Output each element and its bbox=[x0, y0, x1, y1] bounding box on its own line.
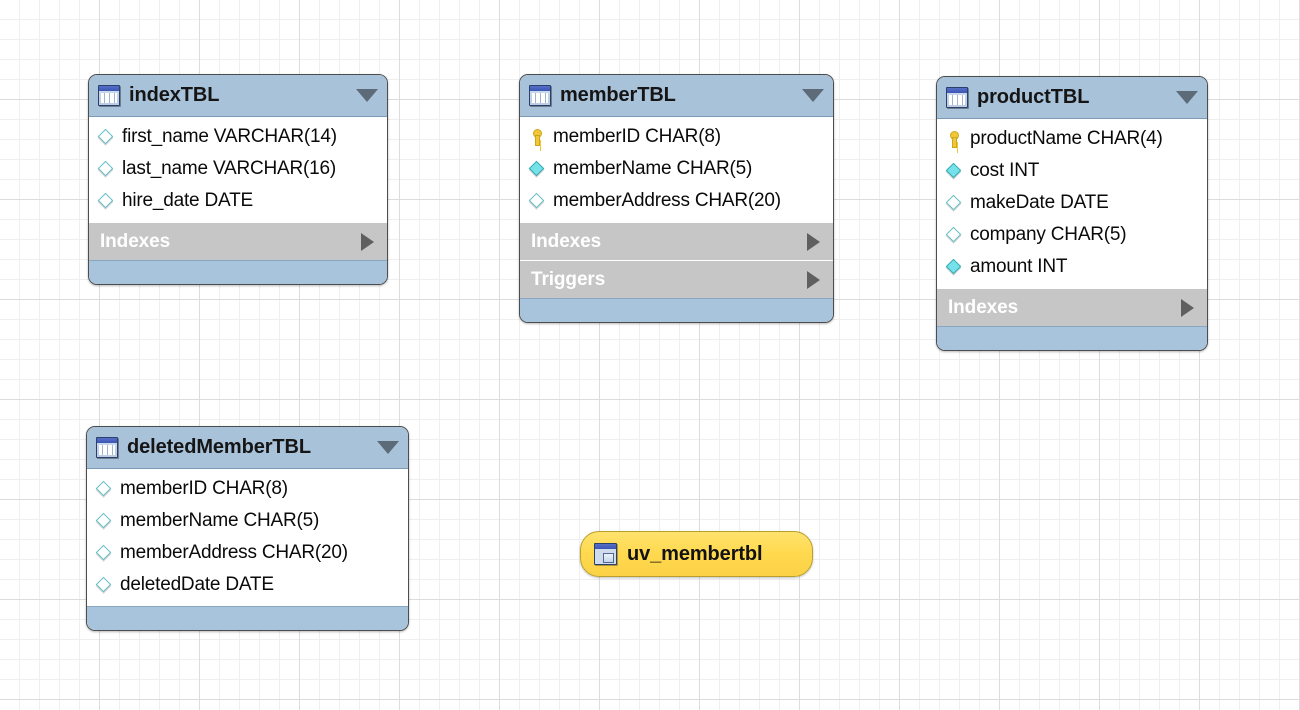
table-columns-memberTBL: memberID CHAR(8) memberName CHAR(5) member… bbox=[520, 117, 833, 222]
chevron-right-icon[interactable] bbox=[361, 232, 374, 251]
table-header-indexTBL[interactable]: indexTBL bbox=[89, 75, 387, 117]
diamond-hollow-icon bbox=[98, 193, 115, 210]
table-column-row[interactable]: first_name VARCHAR(14) bbox=[89, 121, 387, 153]
table-node-indexTBL[interactable]: indexTBL first_name VARCHAR(14) last_name … bbox=[88, 74, 388, 285]
table-section-indexes[interactable]: Indexes bbox=[89, 222, 387, 260]
table-column-label: last_name VARCHAR(16) bbox=[122, 158, 337, 179]
table-column-label: deletedDate DATE bbox=[120, 574, 274, 595]
table-column-row[interactable]: memberName CHAR(5) bbox=[520, 153, 833, 185]
diamond-filled-icon bbox=[946, 259, 963, 276]
table-section-label: Indexes bbox=[100, 230, 171, 252]
table-column-row[interactable]: productName CHAR(4) bbox=[937, 123, 1207, 155]
table-column-row[interactable]: company CHAR(5) bbox=[937, 219, 1207, 251]
chevron-down-icon[interactable] bbox=[1176, 91, 1198, 104]
table-column-row[interactable]: cost INT bbox=[937, 155, 1207, 187]
diamond-hollow-icon bbox=[98, 161, 115, 178]
table-icon bbox=[529, 85, 551, 106]
table-section-indexes[interactable]: Indexes bbox=[520, 222, 833, 260]
table-column-label: amount INT bbox=[970, 256, 1068, 277]
table-column-row[interactable]: makeDate DATE bbox=[937, 187, 1207, 219]
table-title: deletedMemberTBL bbox=[127, 436, 311, 458]
table-columns-indexTBL: first_name VARCHAR(14) last_name VARCHAR(… bbox=[89, 117, 387, 222]
table-columns-productTBL: productName CHAR(4) cost INT makeDate DATE… bbox=[937, 119, 1207, 288]
table-column-label: company CHAR(5) bbox=[970, 224, 1127, 245]
diamond-hollow-icon bbox=[946, 227, 963, 244]
table-section-triggers[interactable]: Triggers bbox=[520, 260, 833, 298]
table-header-deletedMemberTBL[interactable]: deletedMemberTBL bbox=[87, 427, 408, 469]
table-column-row[interactable]: memberID CHAR(8) bbox=[520, 121, 833, 153]
table-icon bbox=[98, 85, 120, 106]
diamond-hollow-icon bbox=[529, 193, 546, 210]
table-node-memberTBL[interactable]: memberTBL memberID CHAR(8) memberName CHAR… bbox=[519, 74, 834, 323]
table-footer bbox=[520, 298, 833, 322]
view-title: uv_membertbl bbox=[627, 542, 763, 565]
table-column-row[interactable]: memberID CHAR(8) bbox=[87, 473, 408, 505]
table-column-label: memberName CHAR(5) bbox=[120, 510, 320, 531]
diamond-hollow-icon bbox=[946, 195, 963, 212]
table-column-row[interactable]: memberName CHAR(5) bbox=[87, 505, 408, 537]
diamond-hollow-icon bbox=[96, 545, 113, 562]
table-column-row[interactable]: memberAddress CHAR(20) bbox=[87, 537, 408, 569]
table-section-label: Indexes bbox=[948, 296, 1019, 318]
chevron-down-icon[interactable] bbox=[377, 441, 399, 454]
table-column-label: first_name VARCHAR(14) bbox=[122, 126, 337, 147]
diamond-hollow-icon bbox=[96, 577, 113, 594]
table-column-label: memberName CHAR(5) bbox=[553, 158, 753, 179]
chevron-down-icon[interactable] bbox=[802, 89, 824, 102]
diamond-filled-icon bbox=[946, 163, 963, 180]
view-icon bbox=[594, 543, 617, 565]
table-column-label: productName CHAR(4) bbox=[970, 128, 1163, 149]
key-icon bbox=[529, 129, 546, 146]
diamond-filled-icon bbox=[529, 161, 546, 178]
table-column-row[interactable]: last_name VARCHAR(16) bbox=[89, 153, 387, 185]
diamond-hollow-icon bbox=[98, 129, 115, 146]
table-section-label: Triggers bbox=[531, 268, 606, 290]
table-icon bbox=[946, 87, 968, 108]
table-section-indexes[interactable]: Indexes bbox=[937, 288, 1207, 326]
table-header-memberTBL[interactable]: memberTBL bbox=[520, 75, 833, 117]
table-title: indexTBL bbox=[129, 84, 220, 106]
table-title: memberTBL bbox=[560, 84, 676, 106]
diamond-hollow-icon bbox=[96, 513, 113, 530]
table-section-label: Indexes bbox=[531, 230, 602, 252]
table-column-row[interactable]: amount INT bbox=[937, 251, 1207, 283]
table-title: productTBL bbox=[977, 86, 1090, 108]
table-column-label: hire_date DATE bbox=[122, 190, 253, 211]
table-column-label: makeDate DATE bbox=[970, 192, 1109, 213]
chevron-right-icon[interactable] bbox=[807, 232, 820, 251]
chevron-down-icon[interactable] bbox=[356, 89, 378, 102]
table-icon bbox=[96, 437, 118, 458]
table-column-label: cost INT bbox=[970, 160, 1040, 181]
table-footer bbox=[937, 326, 1207, 350]
table-column-label: memberID CHAR(8) bbox=[553, 126, 721, 147]
table-column-label: memberAddress CHAR(20) bbox=[120, 542, 348, 563]
table-header-productTBL[interactable]: productTBL bbox=[937, 77, 1207, 119]
chevron-right-icon[interactable] bbox=[807, 270, 820, 289]
key-icon bbox=[946, 131, 963, 148]
table-column-row[interactable]: memberAddress CHAR(20) bbox=[520, 185, 833, 217]
table-footer bbox=[89, 260, 387, 284]
table-column-row[interactable]: deletedDate DATE bbox=[87, 569, 408, 601]
chevron-right-icon[interactable] bbox=[1181, 298, 1194, 317]
table-node-deletedMemberTBL[interactable]: deletedMemberTBL memberID CHAR(8) memberNa… bbox=[86, 426, 409, 631]
table-column-row[interactable]: hire_date DATE bbox=[89, 185, 387, 217]
diamond-hollow-icon bbox=[96, 481, 113, 498]
table-column-label: memberAddress CHAR(20) bbox=[553, 190, 781, 211]
table-node-productTBL[interactable]: productTBL productName CHAR(4) cost INT mak… bbox=[936, 76, 1208, 351]
table-column-label: memberID CHAR(8) bbox=[120, 478, 288, 499]
table-footer bbox=[87, 606, 408, 630]
table-columns-deletedMemberTBL: memberID CHAR(8) memberName CHAR(5) member… bbox=[87, 469, 408, 606]
view-node-uv_membertbl[interactable]: uv_membertbl bbox=[580, 531, 813, 577]
